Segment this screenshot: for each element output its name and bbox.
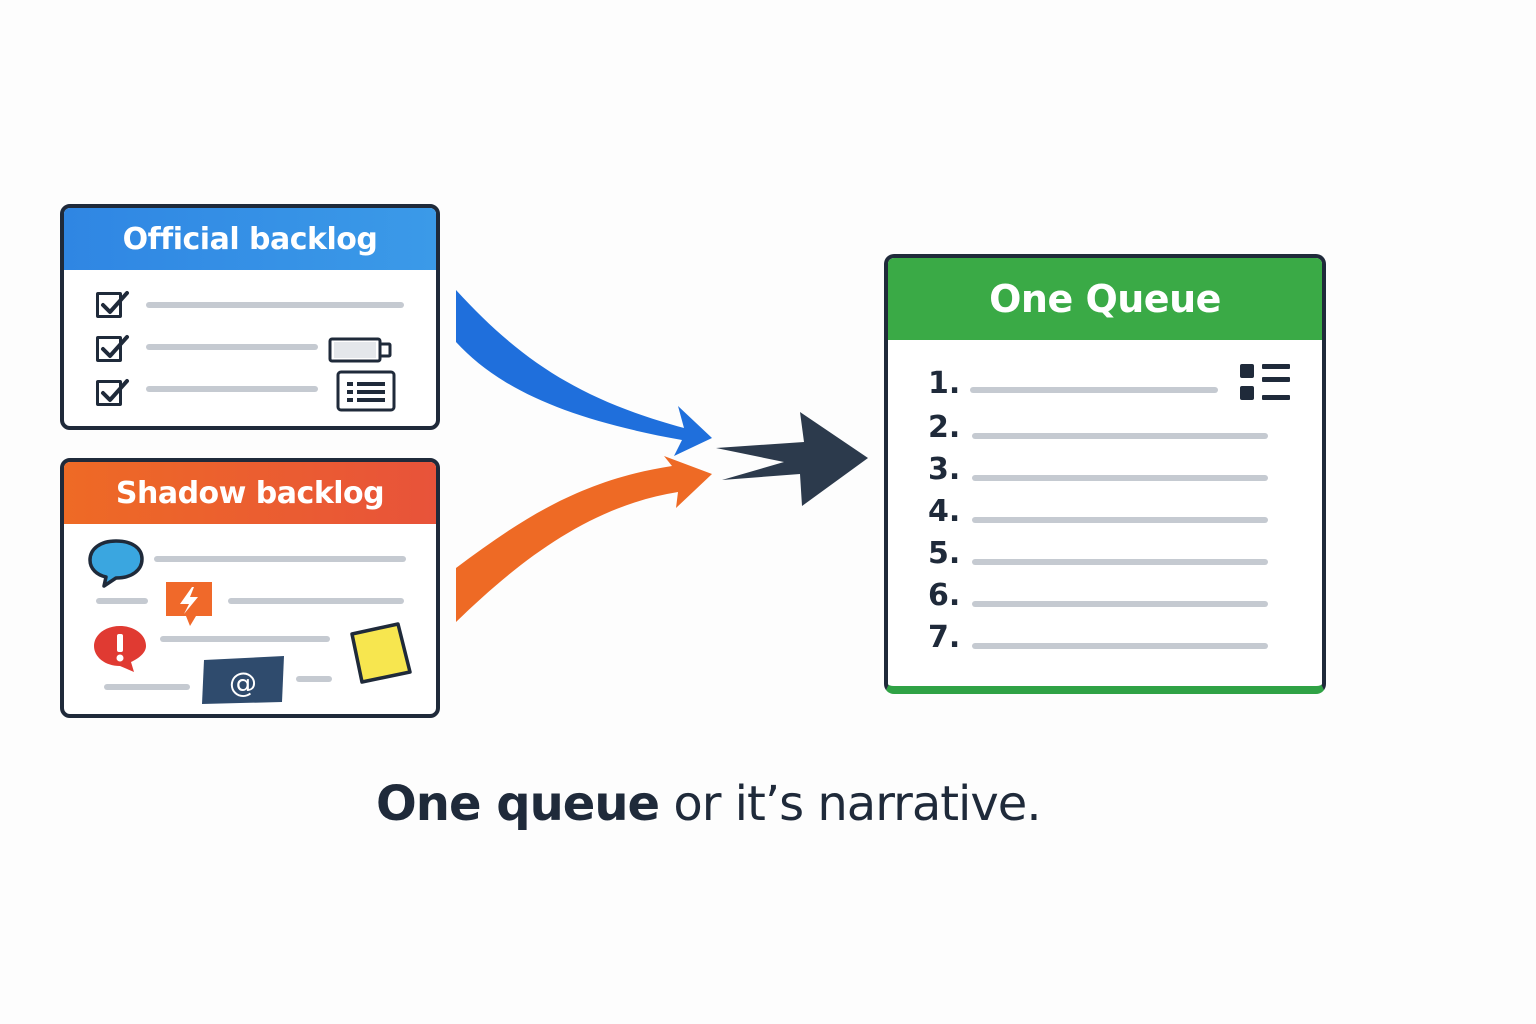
text-line (154, 556, 406, 562)
shadow-backlog-card: Shadow backlog (60, 458, 440, 718)
text-line (146, 386, 318, 392)
queue-item-line (972, 559, 1268, 565)
queue-item-number: 1. (928, 366, 961, 401)
text-line (228, 598, 404, 604)
checkbox-checked-icon (96, 291, 129, 318)
queue-item-line (972, 643, 1268, 649)
queue-item-number: 5. (928, 536, 961, 571)
list-view-icon (1240, 364, 1290, 400)
queue-item-line (972, 601, 1268, 607)
queue-item-line (972, 517, 1268, 523)
caption: One queue or it’s narrative. (376, 776, 1042, 832)
queue-item-line (972, 433, 1268, 439)
text-line (146, 302, 404, 308)
exclamation-bubble-icon (94, 626, 146, 672)
one-queue-card: One Queue 1. 2. 3. 4. 5. 6. 7. (884, 254, 1326, 694)
checkbox-checked-icon (96, 379, 129, 406)
text-line (296, 676, 332, 682)
text-line (104, 684, 190, 690)
text-line (96, 598, 148, 604)
queue-item-number: 4. (928, 494, 961, 529)
sticky-note-icon (350, 622, 412, 684)
queue-item-line (970, 387, 1218, 393)
queue-item-number: 7. (928, 620, 961, 655)
one-queue-title: One Queue (888, 258, 1322, 340)
shadow-backlog-title: Shadow backlog (64, 462, 436, 524)
ticket-icon (328, 337, 392, 363)
official-backlog-title: Official backlog (64, 208, 436, 270)
blue-arrow (456, 290, 712, 456)
email-at-glyph: @ (229, 666, 257, 699)
queue-item-number: 6. (928, 578, 961, 613)
queue-item-number: 3. (928, 452, 961, 487)
caption-emphasis: One queue (376, 776, 660, 832)
checkbox-checked-icon (96, 335, 129, 362)
lightning-alert-icon (166, 582, 212, 626)
chat-bubble-icon (88, 539, 144, 588)
orange-arrow (456, 456, 712, 622)
text-line (146, 344, 318, 350)
official-backlog-card: Official backlog (60, 204, 440, 430)
queue-item-number: 2. (928, 410, 961, 445)
text-line (160, 636, 330, 642)
queue-item-line (972, 475, 1268, 481)
email-at-tag-icon: @ (202, 656, 284, 704)
merged-arrow (716, 412, 868, 506)
caption-rest: or it’s narrative. (659, 776, 1041, 832)
document-list-icon (336, 370, 396, 412)
